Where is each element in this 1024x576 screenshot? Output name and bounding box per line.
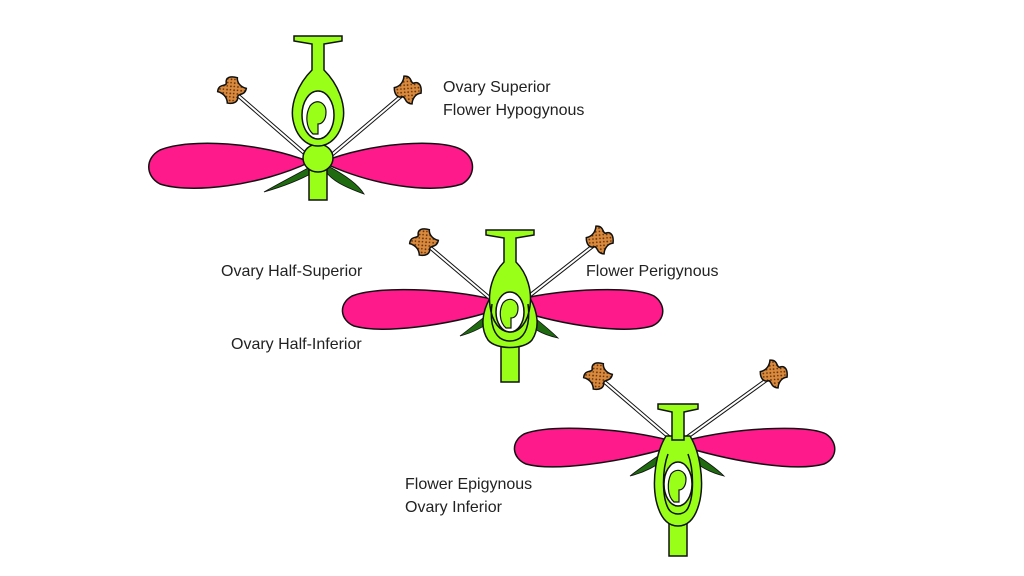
petal-left	[513, 427, 669, 468]
ovule	[667, 469, 687, 503]
label-epigynous: Flower Epigynous Ovary Inferior	[405, 473, 532, 519]
petal-right	[515, 288, 664, 330]
label-ovary-inferior: Ovary Inferior	[405, 499, 502, 516]
petal-right	[320, 142, 474, 189]
anther-right	[756, 356, 792, 392]
petal-right	[687, 427, 836, 468]
label-flower-hypogynous: Flower Hypogynous	[443, 102, 585, 119]
label-ovary-superior: Ovary Superior	[443, 79, 551, 96]
receptacle	[302, 143, 334, 173]
flower-perigynous	[341, 222, 664, 383]
flower-hypogynous	[148, 35, 474, 201]
ovule	[499, 298, 519, 329]
petal-left	[341, 288, 497, 330]
flower-epigynous	[513, 356, 836, 557]
label-flower-epigynous: Flower Epigynous	[405, 476, 533, 493]
label-ovary-half-inferior: Ovary Half-Inferior	[231, 336, 362, 353]
label-flower-perigynous: Flower Perigynous	[586, 263, 719, 280]
petal-left	[148, 142, 312, 189]
sepal-right	[325, 165, 365, 195]
label-ovary-half-superior: Ovary Half-Superior	[221, 263, 363, 280]
sepal-left	[263, 165, 315, 193]
ovule	[306, 101, 327, 135]
pistil-style	[657, 403, 699, 441]
cup-inner-line	[490, 303, 530, 342]
label-hypogynous: Ovary Superior Flower Hypogynous	[443, 76, 584, 122]
